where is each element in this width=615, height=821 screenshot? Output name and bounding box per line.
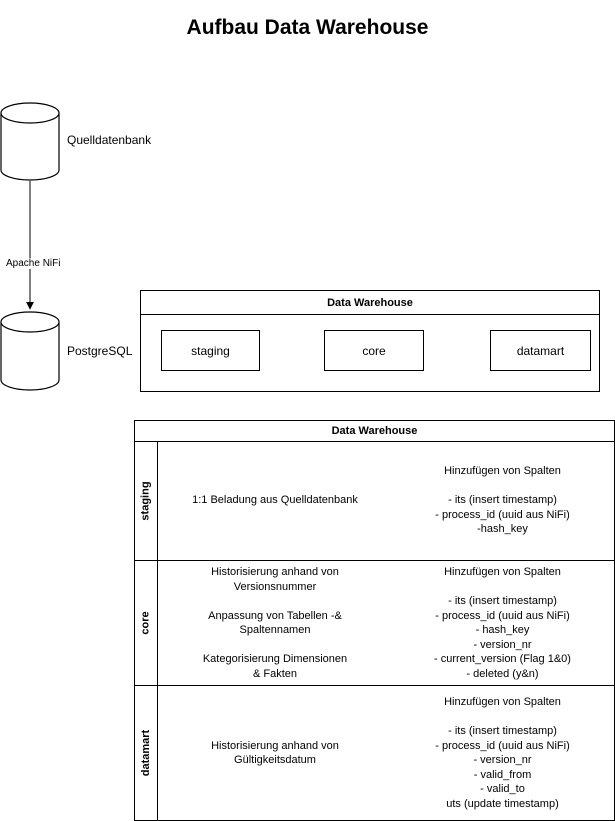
lane-staging-description: 1:1 Beladung aus Quelldatenbank [159, 441, 391, 560]
dwh-flow-header: Data Warehouse [141, 291, 599, 315]
flow-node-staging: staging [161, 330, 260, 371]
lane-datamart-columns: Hinzufügen von Spalten - its (insert tim… [391, 686, 614, 820]
text-line: Hinzufügen von Spalten [444, 566, 561, 578]
postgresql-label: PostgreSQL [67, 344, 133, 358]
text-line: Hinzufügen von Spalten [444, 465, 561, 478]
dwh-swimlane-table: Data Warehouse staging 1:1 Beladung aus … [134, 420, 615, 821]
text-line: - current_version (Flag 1&0) [434, 653, 571, 665]
flow-node-core: core [324, 330, 424, 371]
text-line: Versionsnummer [233, 580, 317, 593]
swimlane-table-header: Data Warehouse [135, 421, 614, 442]
text-line: - its (insert timestamp) [448, 725, 557, 737]
lane-core: core Historisierung anhand von Versionsn… [135, 561, 614, 686]
text-line: Gültigkeitsdatum [234, 754, 316, 766]
postgresql-cylinder [0, 311, 60, 391]
text-line: Historisierung anhand von [211, 739, 339, 752]
text-line: - its (insert timestamp) [448, 595, 557, 607]
text-line: - valid_from [473, 768, 532, 781]
text-line: - its (insert timestamp) [448, 494, 557, 507]
text-line: - hash_key [475, 624, 530, 636]
lane-staging: staging 1:1 Beladung aus Quelldatenbank … [135, 441, 614, 561]
lane-staging-columns: Hinzufügen von Spalten - its (insert tim… [391, 441, 614, 560]
text-line: Historisierung anhand von [211, 566, 339, 578]
source-db-label: Quelldatenbank [67, 133, 152, 147]
text-line: 1:1 Beladung aus Quelldatenbank [192, 494, 358, 507]
text-line: Spaltennamen [239, 624, 311, 636]
lane-staging-label-cell: staging [135, 441, 158, 560]
text-line: - valid_to [480, 783, 525, 795]
lane-core-label-cell: core [135, 561, 158, 685]
text-line: - process_id (uuid aus NiFi) [435, 739, 570, 752]
text-line: - version_nr [473, 754, 532, 766]
text-line: -hash_key [477, 523, 528, 536]
lane-core-label: core [140, 611, 152, 635]
lane-datamart-label: datamart [140, 729, 152, 777]
text-line: Anpassung von Tabellen -& [208, 609, 342, 622]
diagram-title: Aufbau Data Warehouse [186, 16, 429, 39]
lane-core-columns: Hinzufügen von Spalten - its (insert tim… [391, 561, 614, 685]
lane-datamart-label-cell: datamart [135, 686, 158, 820]
text-line: uts (update timestamp) [446, 797, 559, 810]
lane-datamart-description: Historisierung anhand von Gültigkeitsdat… [159, 686, 391, 820]
text-line: Hinzufügen von Spalten [444, 696, 561, 708]
text-line: - process_id (uuid aus NiFi) [435, 609, 570, 622]
flow-node-datamart: datamart [490, 330, 591, 371]
lane-staging-label: staging [140, 480, 152, 521]
text-line: - version_nr [473, 638, 532, 651]
text-line: Kategorisierung Dimensionen [202, 653, 348, 665]
lane-datamart: datamart Historisierung anhand von Gülti… [135, 686, 614, 820]
text-line: - deleted (y&n) [466, 667, 539, 680]
nifi-edge-label: Apache NiFi [5, 258, 62, 269]
source-db-cylinder [0, 102, 60, 181]
text-line: - process_id (uuid aus NiFi) [435, 508, 570, 521]
lane-core-description: Historisierung anhand von Versionsnummer… [159, 561, 391, 685]
text-line: & Fakten [252, 667, 298, 680]
